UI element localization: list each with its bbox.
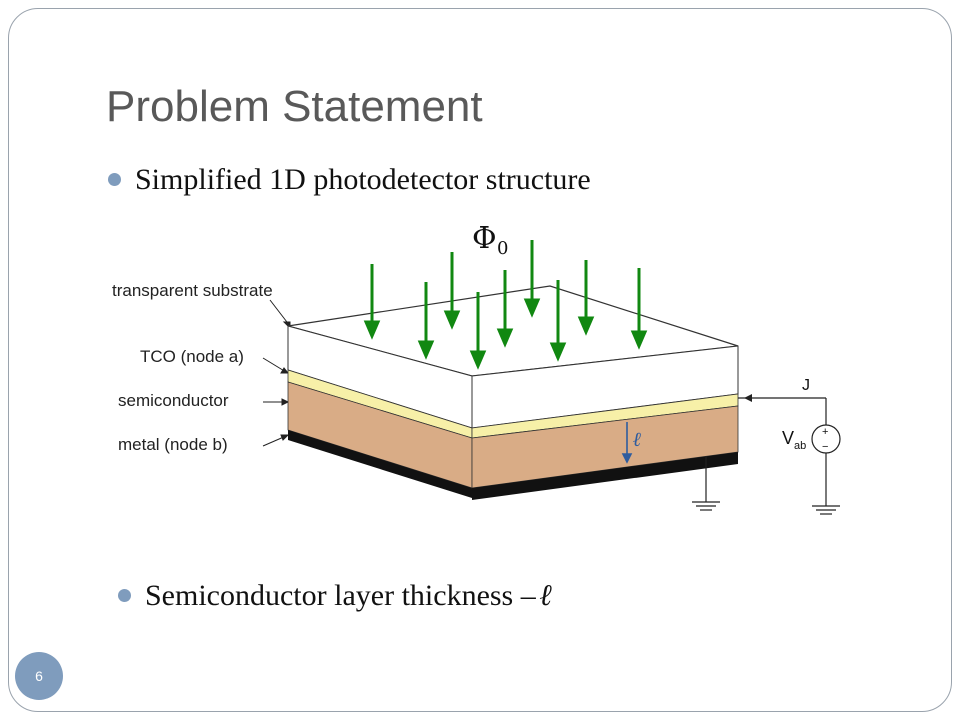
flux-symbol: Φ <box>472 221 497 256</box>
label-metal: metal (node b) <box>118 435 228 454</box>
voltage-label: V <box>782 428 794 448</box>
bullet-dot <box>118 588 131 602</box>
photon-flux-arrows <box>363 240 648 370</box>
thickness-symbol: ℓ <box>633 427 642 451</box>
current-arrowhead <box>744 394 752 402</box>
photodetector-diagram: Φ 0 transparent substrate TCO (node a) s… <box>112 221 841 515</box>
flux-subscript: 0 <box>497 238 508 259</box>
label-leaders <box>262 299 291 447</box>
voltage-source <box>811 424 841 454</box>
voltage-minus: − <box>822 441 828 453</box>
slide-title: Problem Statement <box>106 82 483 131</box>
bullet-thickness: Semiconductor layer thickness –ℓ <box>118 578 553 613</box>
thickness-arrow <box>621 422 633 464</box>
bullet-structure-text: Simplified 1D photodetector structure <box>135 163 591 196</box>
page-number-badge: 6 <box>15 652 63 700</box>
thickness-symbol-inline: ℓ <box>539 578 553 613</box>
label-tco: TCO (node a) <box>140 347 244 366</box>
voltage-subscript: ab <box>794 440 806 452</box>
bullet-thickness-text: Semiconductor layer thickness – <box>145 579 536 612</box>
metal-front-side <box>472 452 738 500</box>
current-label: J <box>802 377 810 394</box>
label-substrate: transparent substrate <box>112 281 273 300</box>
external-circuit <box>692 397 840 515</box>
label-semiconductor: semiconductor <box>118 391 229 410</box>
voltage-plus: + <box>822 426 828 438</box>
bullet-structure: Simplified 1D photodetector structure <box>108 163 591 197</box>
bullet-dot <box>108 172 121 186</box>
metal-left-side <box>288 430 472 498</box>
